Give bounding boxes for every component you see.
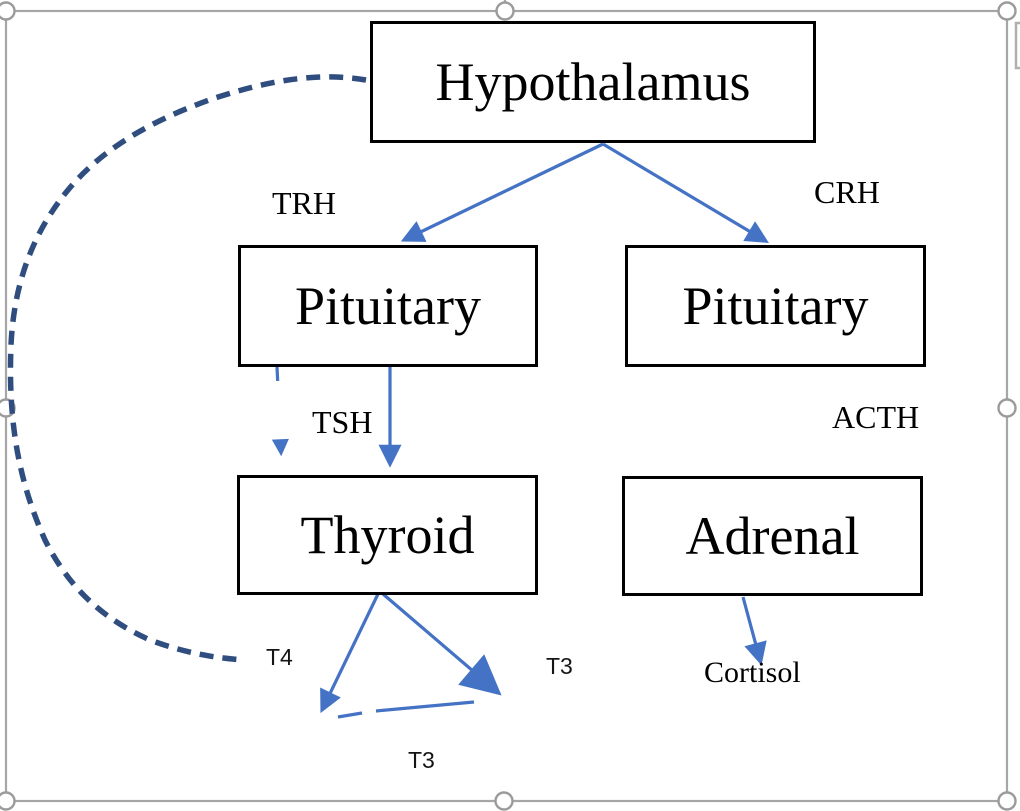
feedback-dashed-curve[interactable] <box>7 74 367 663</box>
label-trh[interactable]: TRH <box>272 185 336 221</box>
node-pituitary-left[interactable]: Pituitary <box>238 245 538 367</box>
label-t3-bottom[interactable]: T3 <box>408 747 435 773</box>
clipped-ui-bracket <box>1014 21 1020 70</box>
handle-middle-right[interactable] <box>997 398 1017 418</box>
arrow-hypothalamus-to-pituitary-left[interactable] <box>400 142 604 242</box>
label-acth[interactable]: ACTH <box>832 399 920 435</box>
node-pituitary-right[interactable]: Pituitary <box>625 245 926 367</box>
line-t3-link-right-segment[interactable] <box>375 700 475 713</box>
handle-bottom-right[interactable] <box>997 791 1017 811</box>
arrow-adrenal-to-cortisol[interactable] <box>741 596 767 666</box>
node-adrenal-label: Adrenal <box>685 506 860 566</box>
node-pituitary-right-label: Pituitary <box>682 276 869 336</box>
arrow-hypothalamus-to-pituitary-right[interactable] <box>602 142 769 243</box>
node-thyroid-label: Thyroid <box>300 505 475 565</box>
handle-bottom-center[interactable] <box>494 791 514 811</box>
node-adrenal[interactable]: Adrenal <box>622 476 923 596</box>
line-t3-link-left-segment[interactable] <box>337 711 363 719</box>
handle-top-left[interactable] <box>0 1 16 21</box>
arrow-thyroid-to-t3-right[interactable] <box>381 592 502 696</box>
node-hypothalamus-label: Hypothalamus <box>435 52 751 112</box>
label-cortisol[interactable]: Cortisol <box>704 656 801 689</box>
handle-top-right[interactable] <box>997 1 1017 21</box>
node-hypothalamus[interactable]: Hypothalamus <box>370 21 816 143</box>
label-crh[interactable]: CRH <box>814 174 880 210</box>
label-t3-right[interactable]: T3 <box>546 653 573 679</box>
arrow-dashed-pituitary-to-thyroid[interactable] <box>271 366 289 457</box>
label-t4[interactable]: T4 <box>266 644 293 670</box>
arrow-thyroid-to-t3-left[interactable] <box>320 593 380 714</box>
label-tsh[interactable]: TSH <box>312 404 373 440</box>
handle-top-center[interactable] <box>495 1 515 21</box>
node-pituitary-left-label: Pituitary <box>295 276 481 336</box>
handle-bottom-left[interactable] <box>0 791 16 811</box>
node-thyroid[interactable]: Thyroid <box>237 475 538 595</box>
